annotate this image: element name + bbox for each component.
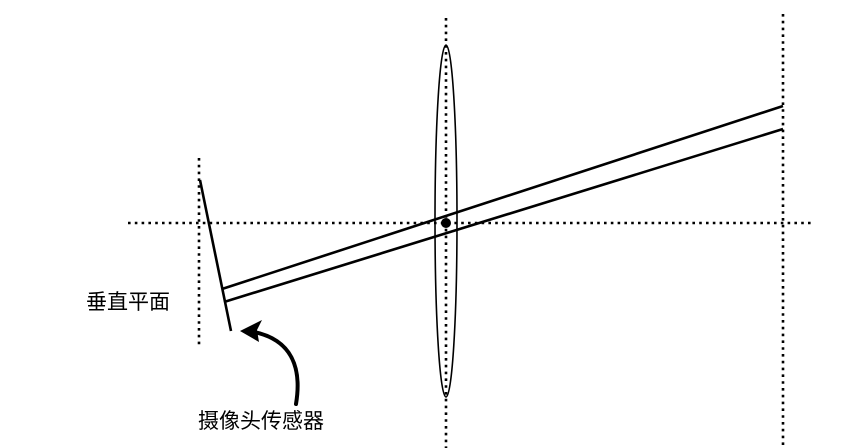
light-ray-lower — [223, 127, 784, 304]
lens-center-point — [441, 218, 451, 228]
pointer-arrow — [252, 330, 300, 406]
vertical-plane-label: 垂直平面 — [86, 290, 170, 314]
pointer-arrow-head — [240, 320, 262, 342]
camera-sensor-label: 摄像头传感器 — [198, 409, 324, 433]
light-ray-upper — [221, 104, 784, 291]
camera-sensor — [198, 179, 233, 332]
lens — [434, 44, 458, 398]
